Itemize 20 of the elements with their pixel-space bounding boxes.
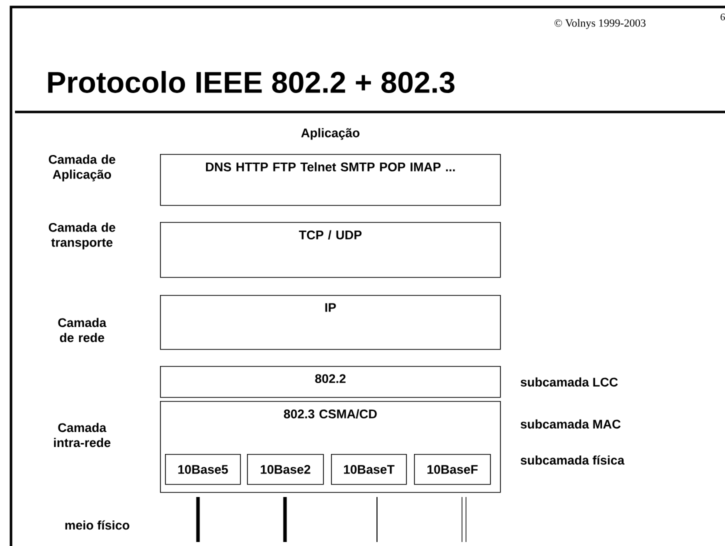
layer-box: IP [160,295,501,350]
layer-label: Camada de Aplicação [48,154,116,182]
layer-box: TCP / UDP [160,222,501,278]
sublayer-box: 802.2 [160,366,501,398]
standard-box: 10BaseF [414,454,491,485]
page-number: 6 [720,14,725,20]
medium-label: meio físico [65,520,130,530]
sublayer-label: subcamada física [520,455,624,465]
standard-box: 10Base2 [247,454,324,485]
standard-box: 10Base5 [165,454,241,485]
node-label: Aplicação [301,128,360,140]
sublayer-label: subcamada MAC [520,419,621,429]
standard-box: 10BaseT [331,454,407,485]
layer-label: Camada de transporte [48,222,116,250]
copyright-note: © Volnys 1999-2003 [554,19,646,29]
slide-title: Protocolo IEEE 802.2 + 802.3 [48,70,454,94]
layer-box: Aplicação DNS HTTP FTP Telnet SMTP POP IMAP ... [160,128,501,206]
layer-label: Camada de rede [58,318,106,342]
layer-label: Camada intra-rede [54,422,110,448]
sublayer-label: subcamada LCC [520,377,618,387]
